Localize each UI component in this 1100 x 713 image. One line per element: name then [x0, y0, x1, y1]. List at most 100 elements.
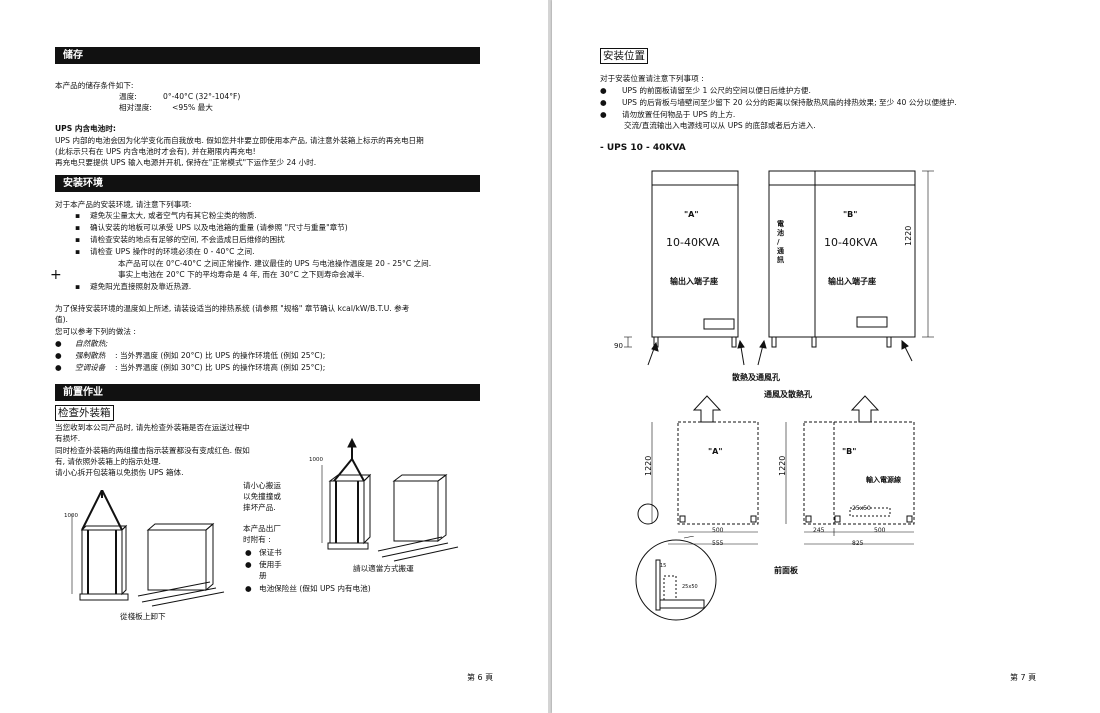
cabinet-a-terminal: 输出入端子座: [670, 277, 718, 286]
contents-item-2a: 使用手: [259, 560, 282, 569]
page-left: 储存 本产品的储存条件如下: 温度: 0°-40°C (32°-104°F) 相…: [0, 0, 548, 713]
env-bullet-4: ▪: [75, 247, 81, 256]
env-item-2: 确认安装的地板可以承受 UPS 以及电池箱的重量 (请参照 "尺寸与重量"章节): [90, 223, 348, 232]
humidity-label: 相对湿度:: [119, 103, 152, 112]
method-bullet-2: ●: [55, 351, 62, 360]
section-header-storage: 储存: [55, 47, 480, 64]
location-io-note: 交流/直流输出入电源线可以从 UPS 的底部或者后方进入.: [624, 121, 816, 130]
foot-90: 90: [614, 342, 623, 350]
caption-pallet: 從棧板上卸下: [120, 612, 166, 621]
contents-item-1: 保证书: [259, 548, 282, 557]
caption-front-panel: 前面板: [774, 566, 798, 575]
section-header-preliminary: 前置作业: [55, 384, 480, 401]
method-term-2: 强制散热: [75, 351, 106, 360]
page-right: 安装位置 对于安装位置请注意下列事项 : ● UPS 的前面板请留至少 1 公尺…: [552, 0, 1100, 713]
cooling-line2: 值).: [55, 315, 68, 324]
caption-vent-1: 散熱及通風孔: [732, 373, 780, 382]
plan-input-line: 輸入電源線: [866, 476, 901, 484]
cabinet-b-label: "B": [843, 210, 858, 219]
page-gutter: [548, 0, 552, 713]
detail-cutout: 25x50: [682, 584, 698, 590]
env-item-last: 避免阳光直接照射及靠近热源.: [90, 282, 192, 291]
caption-vent-2: 通風及散熱孔: [764, 390, 812, 399]
section-header-environment: 安装环境: [55, 175, 480, 192]
contents-item-3: 电池保险丝 (假如 UPS 内有电池): [259, 584, 371, 593]
detail-d15: 15: [660, 563, 667, 569]
env-bullet-3: ▪: [75, 235, 81, 244]
dim-1000-left: 1000: [64, 513, 78, 519]
location-bullet-3: ●: [600, 110, 607, 119]
plan-height-1220-b: 1220: [778, 455, 787, 476]
battery-cabinet-side-text: 電池 / 通訊: [777, 220, 784, 264]
location-intro: 对于安装位置请注意下列事项 :: [600, 74, 704, 83]
contents-intro-1: 本产品出厂: [243, 524, 281, 533]
contents-bullet-3: ●: [245, 584, 252, 593]
check-p2-line1: 同时检查外装箱的两组撞击指示装置都没有变成红色. 假如: [55, 446, 250, 455]
forklift-illustration: [321, 437, 459, 562]
battery-line1: UPS 内部的电池会因为化学变化而自我放电. 假如您并非要立即使用本产品, 请注…: [55, 136, 424, 145]
location-item-2: UPS 的后背板与墙壁间至少留下 20 公分的距离以保持散热风扇的排热效果; 至…: [622, 98, 957, 107]
env-item-4: 请检查 UPS 操作时的环境必须在 0 - 40°C 之间.: [90, 247, 255, 256]
plan-b-label: "B": [842, 447, 857, 456]
contents-bullet-1: ●: [245, 548, 252, 557]
plan-w500-a: 500: [712, 527, 724, 534]
cabinet-b-terminal: 输出入端子座: [828, 277, 876, 286]
env-bullet-2: ▪: [75, 223, 81, 232]
plan-cutout: 25x50: [852, 505, 871, 512]
battery-line2: (此标示只有在 UPS 内含电池时才会有), 并在期限内再充电!: [55, 147, 256, 156]
check-p3: 请小心拆开包装箱以免损伤 UPS 箱体.: [55, 468, 184, 477]
env-bullet-1: ▪: [75, 211, 81, 220]
battery-title: UPS 内含电池时:: [55, 124, 116, 133]
location-item-1: UPS 的前面板请留至少 1 公尺的空间以便日后维护方便.: [622, 86, 811, 95]
plan-w500-b: 500: [874, 527, 886, 534]
crosshair-icon: +: [50, 267, 62, 283]
cabinet-elevation-diagram: [624, 170, 934, 366]
location-bullet-2: ●: [600, 98, 607, 107]
contents-intro-2: 时附有 :: [243, 535, 271, 544]
plan-w245: 245: [813, 527, 825, 534]
careful-line-2: 以免撞撞或: [243, 492, 281, 501]
method-term-3: 空调设备: [75, 363, 106, 372]
plan-w825: 825: [852, 540, 864, 547]
page-number-right: 第 7 頁: [1010, 673, 1037, 682]
method-desc-3: : 当外界温度 (例如 30°C) 比 UPS 的操作环境高 (例如 25°C)…: [115, 363, 326, 372]
method-bullet-3: ●: [55, 363, 62, 372]
temp-label: 温度:: [119, 92, 137, 101]
check-p2-line2: 有, 请依照外装箱上的指示处理.: [55, 457, 161, 466]
cooling-line1: 为了保持安装环境的温度如上所述, 请装设适当的排热系统 (请参照 "规格" 章节…: [55, 304, 410, 313]
method-desc-2: : 当外界温度 (例如 20°C) 比 UPS 的操作环境低 (例如 25°C)…: [115, 351, 326, 360]
subheading-check-box: 检查外装箱: [55, 405, 114, 421]
env-note-2: 事实上电池在 20°C 下的平均寿命是 4 年, 而在 30°C 之下则寿命会减…: [118, 270, 365, 279]
cabinet-a-kva: 10-40KVA: [666, 236, 720, 249]
location-bullet-1: ●: [600, 86, 607, 95]
detail-callout-diagram: [635, 536, 717, 621]
location-item-3: 请勿放置任何物品于 UPS 的上方.: [622, 110, 736, 119]
check-p1-line2: 有损坏.: [55, 434, 81, 443]
environment-intro: 对于本产品的安装环境, 请注意下列事项:: [55, 200, 192, 209]
methods-intro: 您可以参考下列的做法 :: [55, 327, 136, 336]
plan-view-diagram: [637, 395, 915, 545]
env-bullet-5: ▪: [75, 282, 81, 291]
plan-a-label: "A": [708, 447, 723, 456]
check-p1-line1: 当您收到本公司产品时, 请先检查外装箱是否在运送过程中: [55, 423, 250, 432]
battery-line3: 再充电只要提供 UPS 输入电源并开机, 保持在"正常模式"下运作至少 24 小…: [55, 158, 317, 167]
storage-intro: 本产品的储存条件如下:: [55, 81, 134, 90]
page-number-left: 第 6 頁: [467, 673, 494, 682]
contents-item-2b: 册: [259, 571, 267, 580]
model-heading: - UPS 10 - 40KVA: [600, 143, 686, 153]
env-item-1: 避免灰尘量太大, 或者空气内有其它粉尘类的物质.: [90, 211, 257, 220]
temp-value: 0°-40°C (32°-104°F): [163, 92, 241, 101]
careful-line-1: 请小心搬运: [243, 481, 281, 490]
method-bullet-1: ●: [55, 339, 62, 348]
method-term-1: 自然散热;: [75, 339, 108, 348]
contents-bullet-2: ●: [245, 560, 252, 569]
pallet-unload-illustration: [71, 490, 225, 607]
plan-height-1220-a: 1220: [644, 455, 653, 476]
cabinet-b-kva: 10-40KVA: [824, 236, 878, 249]
plan-w555: 555: [712, 540, 724, 547]
env-item-3: 请检查安装的地点有足够的空间, 不会造成日后维修的困扰: [90, 235, 285, 244]
dim-1000-right: 1000: [309, 457, 323, 463]
cabinet-a-label: "A": [684, 210, 699, 219]
height-1220-top: 1220: [904, 225, 913, 246]
